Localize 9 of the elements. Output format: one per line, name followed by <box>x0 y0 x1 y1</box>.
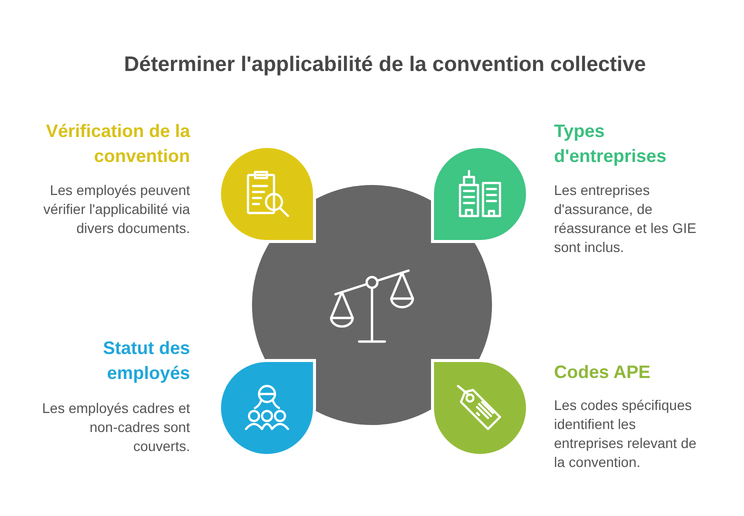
heading: Vérification de la convention <box>44 120 190 168</box>
description: Les entreprises d'assurance, de réassurance et les GIE sont inclus. <box>554 181 698 257</box>
heading: Statut des employés <box>102 337 190 385</box>
heading: Codes APE <box>554 361 652 384</box>
title: Déterminer l'applicabilité de la convention collective <box>123 52 647 78</box>
heading: Types d'entreprises <box>554 120 668 168</box>
description: Les codes spécifiques identifient les entreprises relevant de la convention. <box>554 396 698 472</box>
description: Les employés cadres et non-cadres sont couverts. <box>41 399 190 456</box>
description: Les employés peuvent vérifier l'applicabilité via divers documents. <box>42 181 190 238</box>
